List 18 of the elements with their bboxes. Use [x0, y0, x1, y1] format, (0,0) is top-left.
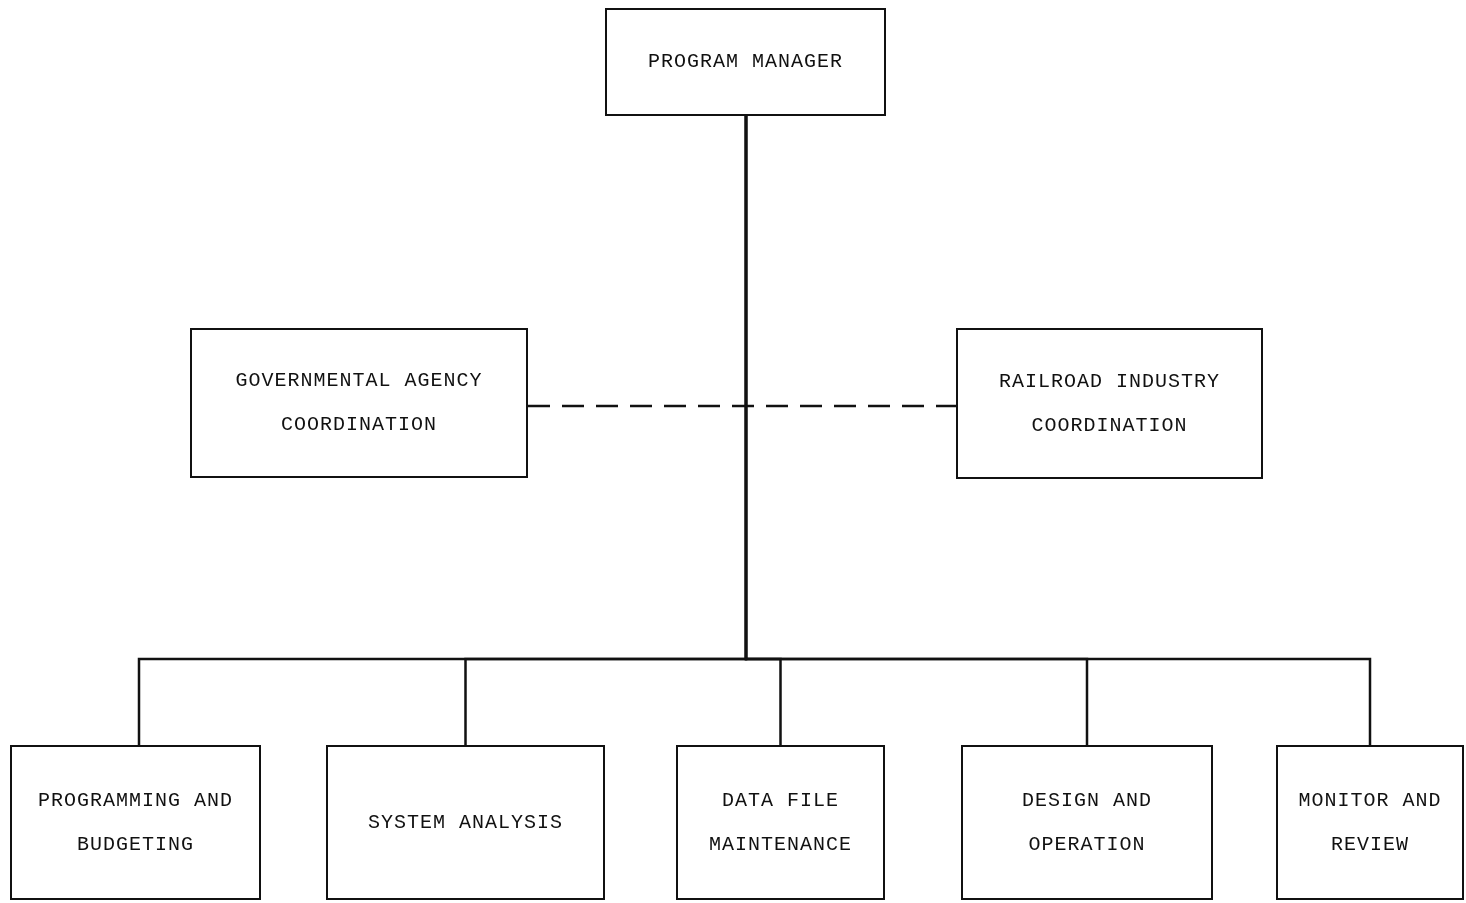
box-label: MONITOR AND REVIEW — [1297, 787, 1443, 858]
org-box — [190, 328, 528, 478]
connector-line — [744, 116, 1372, 745]
org-box — [676, 745, 885, 900]
org-box — [326, 745, 605, 900]
box-label: DESIGN AND OPERATION — [1021, 787, 1153, 858]
org-box — [605, 8, 886, 116]
box-label: PROGRAMMING AND BUDGETING — [37, 787, 234, 858]
org-box — [956, 328, 1263, 479]
box-label: GOVERNMENTAL AGENCY COORDINATION — [234, 368, 484, 438]
box-label: PROGRAM MANAGER — [648, 49, 843, 75]
box-label: SYSTEM ANALYSIS — [368, 809, 563, 836]
box-label: RAILROAD INDUSTRY COORDINATION — [997, 368, 1221, 439]
box-label: DATA FILE MAINTENANCE — [708, 787, 853, 858]
org-box — [10, 745, 261, 900]
org-box — [1276, 745, 1464, 900]
org-box — [961, 745, 1213, 900]
dashed-connector — [528, 404, 956, 408]
